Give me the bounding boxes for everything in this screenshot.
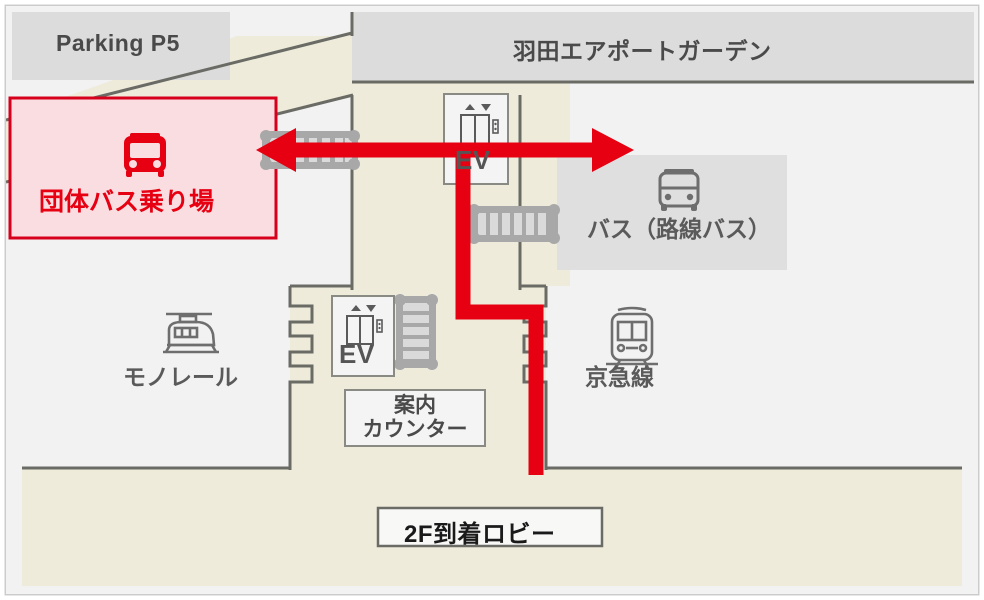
- route-arrow-left-icon: [256, 128, 296, 172]
- elevator-center-label: EV: [339, 339, 375, 369]
- elevator-down-arrow-icon: [481, 104, 491, 111]
- elevator-center-box[interactable]: [331, 295, 395, 377]
- elevator-north-label: EV: [455, 145, 491, 175]
- info-counter-label-line1: 案内: [394, 394, 436, 417]
- arrival-lobby-label-box: [376, 506, 604, 548]
- elevator-up-arrow-icon: [351, 305, 361, 311]
- region-parking-p5: [12, 12, 230, 80]
- train-icon: [606, 306, 658, 371]
- route-arrow-right-icon: [592, 128, 634, 172]
- region-label-airport-garden: 羽田エアポートガーデン: [513, 38, 772, 64]
- info-counter-box[interactable]: [344, 389, 486, 447]
- region-label-parking-p5: Parking P5: [56, 30, 180, 56]
- region-airport-garden: [352, 12, 974, 82]
- walking-route-path: [455, 142, 594, 475]
- wall-notches-left: [288, 286, 314, 470]
- info-counter-label-line2: カウンター: [362, 417, 468, 441]
- info-counter-label: 案内 カウンター: [345, 394, 485, 441]
- monorail-label: モノレール: [123, 364, 238, 390]
- group-bus-stop-label: 団体バス乗り場: [39, 188, 215, 216]
- keikyu-line-label: 京急線: [585, 364, 654, 390]
- monorail-icon: [163, 312, 219, 354]
- escalator-vertical-icon: [394, 294, 438, 370]
- route-bus-label: バス（路線バス）: [587, 216, 771, 242]
- bus-icon-route: [658, 169, 700, 211]
- arrival-lobby-label: 2F到着ロビー: [404, 521, 556, 548]
- elevator-down-arrow-icon: [366, 305, 376, 312]
- elevator-north-box[interactable]: [443, 93, 509, 185]
- bus-icon: [124, 133, 166, 177]
- escalator-horizontal-icon-bus: [468, 204, 560, 244]
- elevator-up-arrow-icon: [465, 104, 475, 110]
